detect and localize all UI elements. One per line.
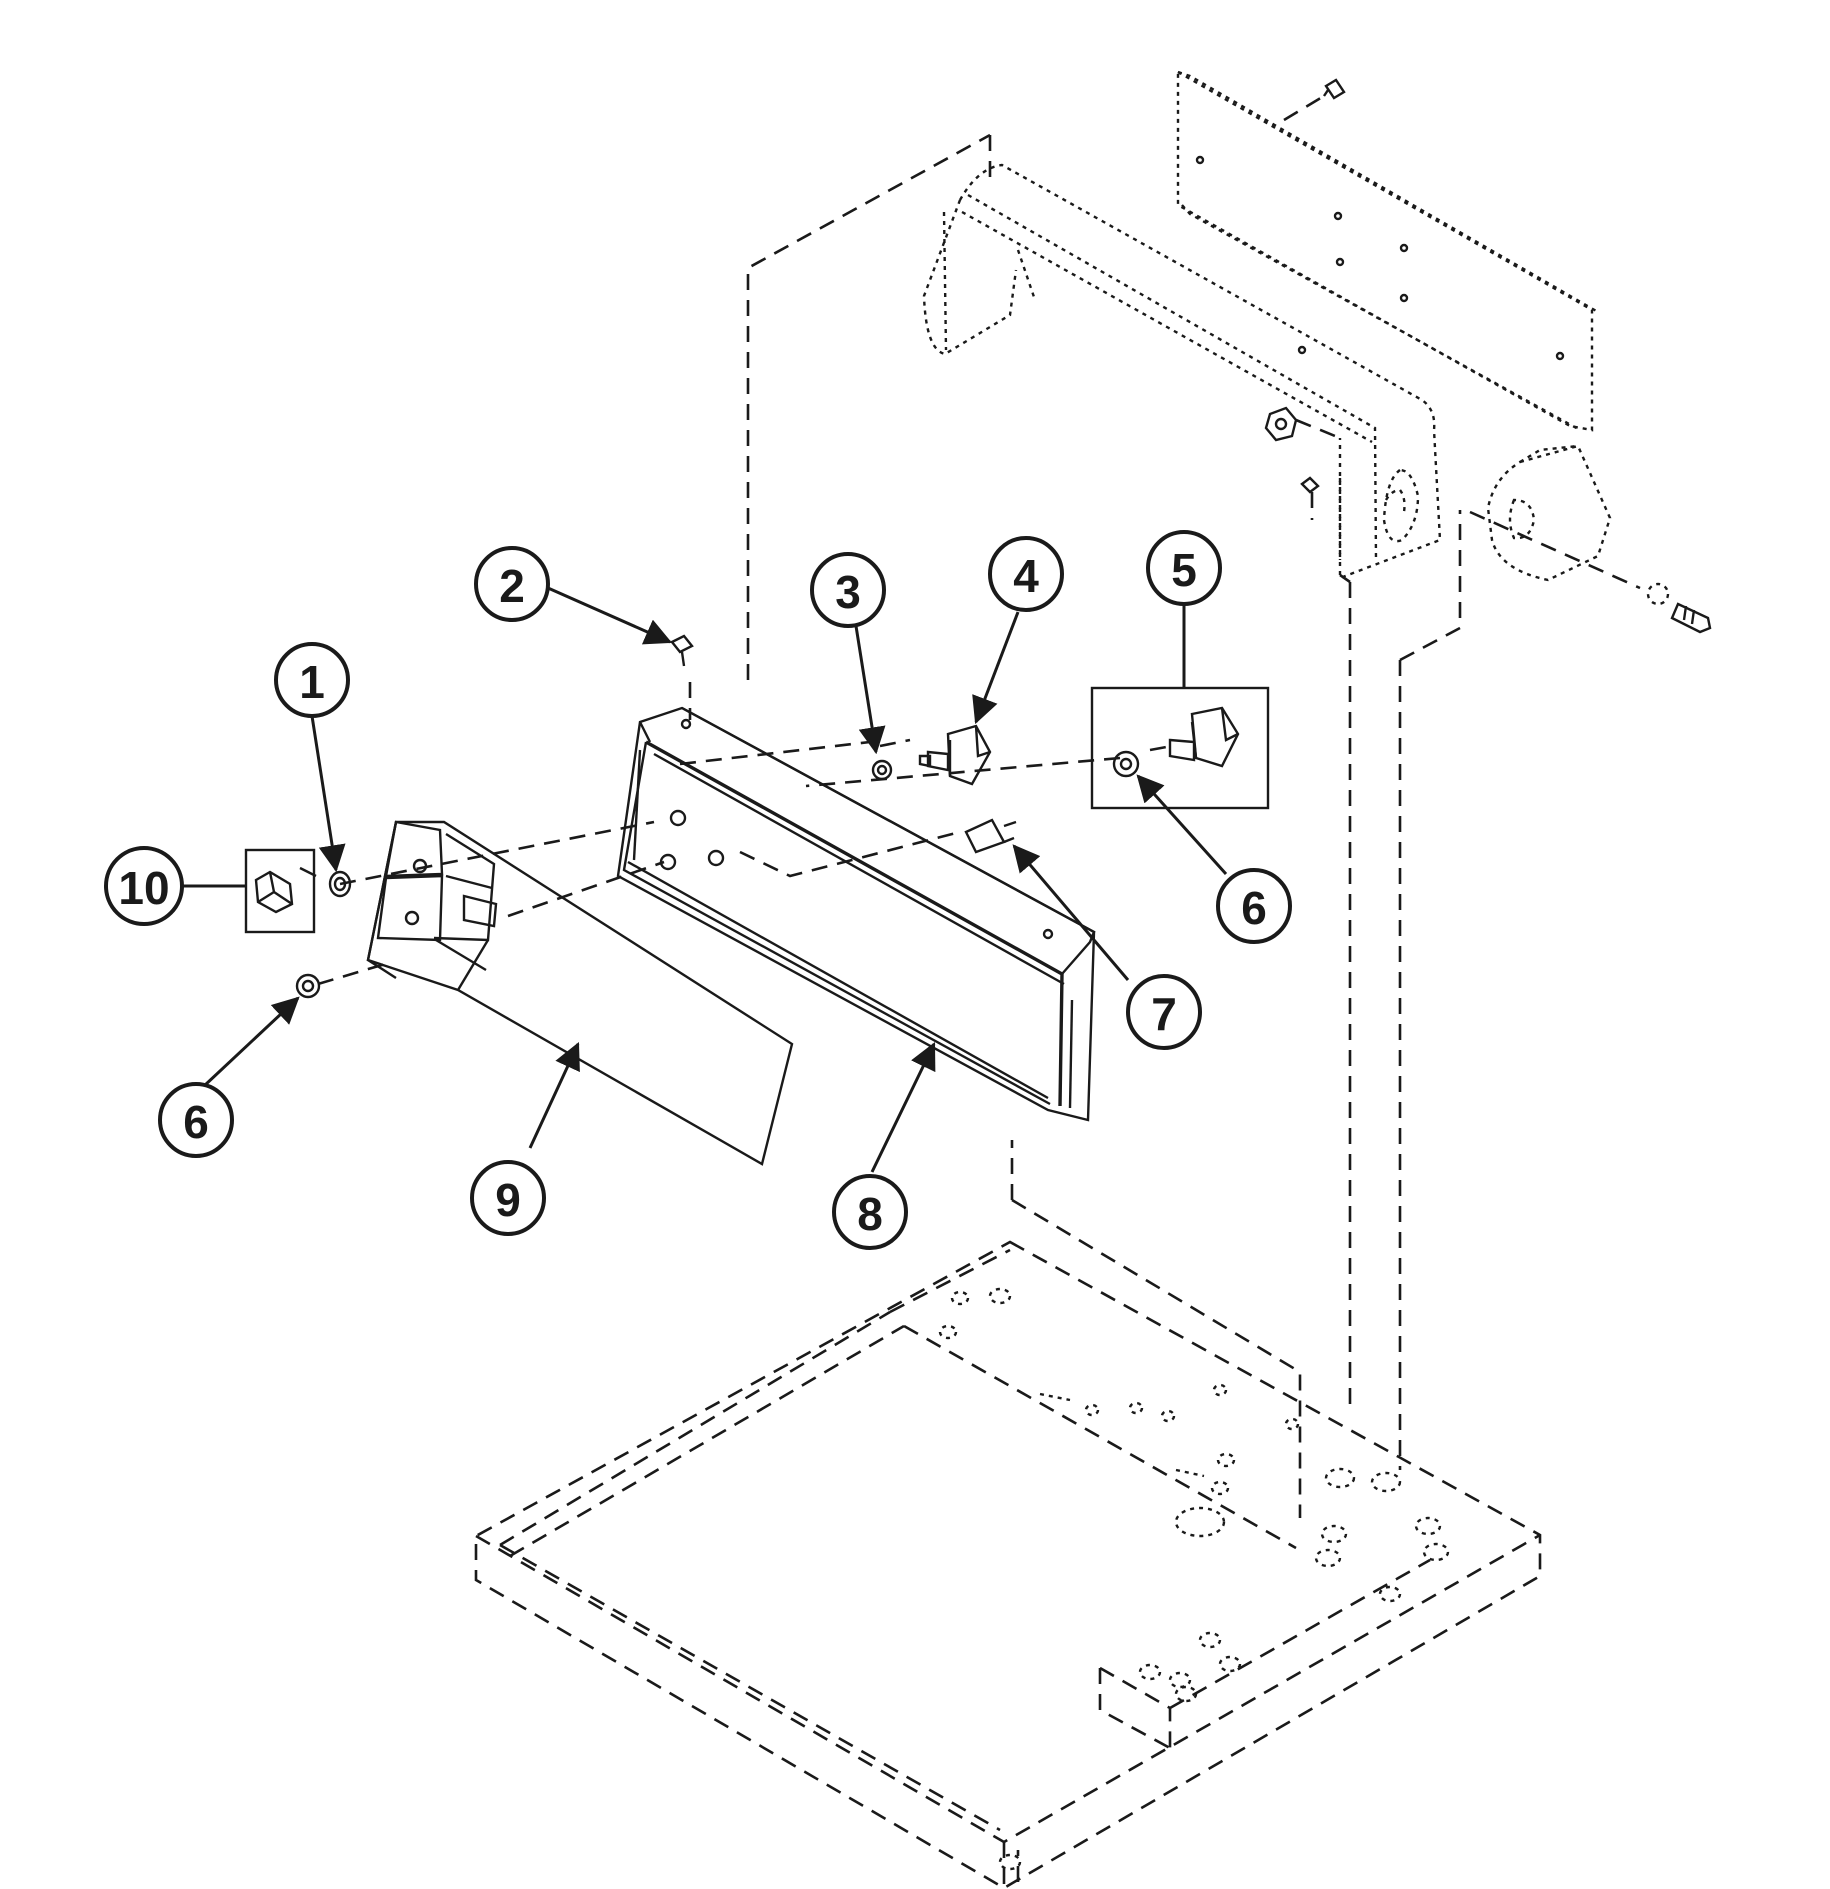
callout-8-label: 8 <box>857 1188 883 1240</box>
side-bracket-plate <box>1469 444 1641 590</box>
switch-assembly-box <box>1090 686 1270 810</box>
callout-5-label: 5 <box>1171 544 1197 596</box>
callout-2: 2 <box>474 546 550 622</box>
callout-6-left-label: 6 <box>183 1096 209 1148</box>
callout-1: 1 <box>274 642 350 718</box>
nut-right-icon <box>1112 750 1140 778</box>
callout-3-label: 3 <box>835 566 861 618</box>
panel-screw-icon <box>670 634 694 667</box>
callout-2-label: 2 <box>499 560 525 612</box>
control-graphic-overlay <box>366 820 794 1166</box>
top-support-bracket <box>922 163 1442 580</box>
callout-9: 9 <box>470 1160 546 1236</box>
callout-6-left: 6 <box>158 1082 234 1158</box>
callout-10: 10 <box>104 846 184 926</box>
rotary-switch-icon <box>1168 706 1240 768</box>
push-button-switch-icon <box>918 724 992 786</box>
callout-1-label: 1 <box>299 656 325 708</box>
callout-leaders <box>182 586 1228 1173</box>
callout-3: 3 <box>810 552 886 628</box>
callout-7-label: 7 <box>1151 988 1177 1040</box>
indicator-lamp-icon <box>964 818 1017 854</box>
hex-nut-icon <box>1264 406 1298 442</box>
control-panel-housing <box>616 706 1096 1122</box>
callout-6-right: 6 <box>1216 868 1292 944</box>
callout-5: 5 <box>1146 530 1222 606</box>
callout-10-label: 10 <box>118 862 169 914</box>
rear-top-panel <box>1176 69 1599 432</box>
top-screw-icon <box>1283 78 1346 122</box>
assembly-lines <box>317 682 1173 986</box>
callout-4: 4 <box>988 536 1064 612</box>
cabinet-frame-outline <box>746 133 1462 1518</box>
lock-washer-icon <box>871 759 893 781</box>
bracket-bolt-icon <box>1670 602 1712 634</box>
callout-7: 7 <box>1126 974 1202 1050</box>
nut-left-icon <box>295 973 321 999</box>
callout-8: 8 <box>832 1174 908 1250</box>
base-plate <box>474 1240 1542 1889</box>
control-knob-icon <box>254 866 317 914</box>
callout-4-label: 4 <box>1013 550 1039 602</box>
callout-6-right-label: 6 <box>1241 882 1267 934</box>
knob-box <box>244 848 316 934</box>
small-screw-icon <box>1300 476 1320 520</box>
callout-9-label: 9 <box>495 1174 521 1226</box>
star-washer-icon <box>1646 582 1670 606</box>
